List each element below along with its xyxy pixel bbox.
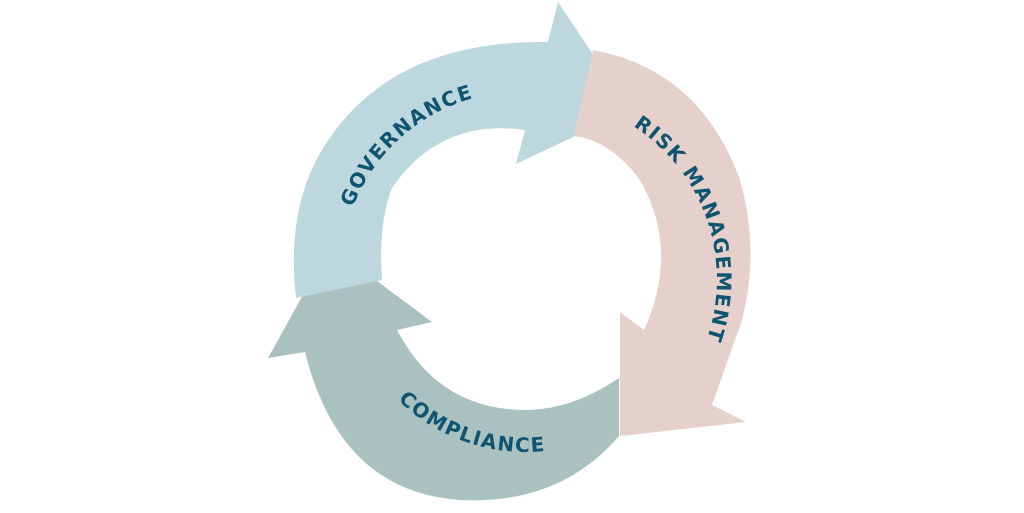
governance-arrow (293, 2, 630, 298)
risk-management-arrow (574, 50, 751, 436)
compliance-arrow (268, 246, 619, 501)
